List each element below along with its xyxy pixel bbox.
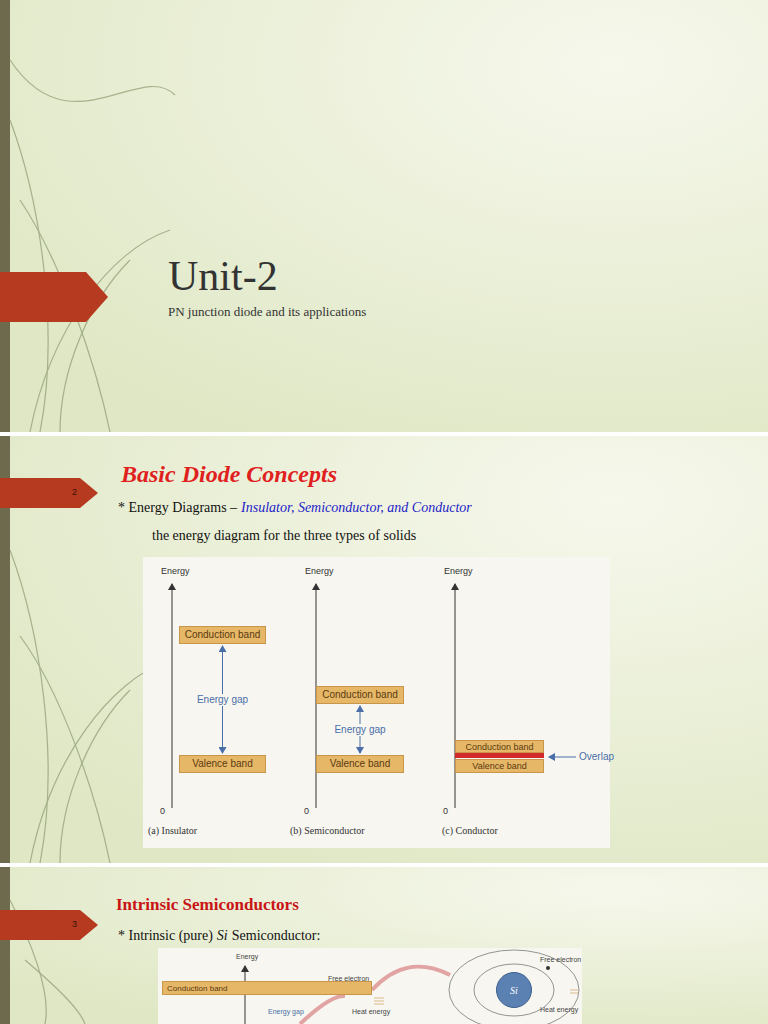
svg-path	[0, 910, 98, 940]
slide-title: Unit-2	[168, 252, 278, 300]
slide-heading: Basic Diode Concepts	[121, 461, 337, 489]
figure-caption: (b) Semiconductor	[290, 825, 365, 837]
svg-line	[374, 998, 384, 999]
svg-rect	[0, 436, 768, 863]
body-text: the energy diagram for the three types o…	[152, 528, 416, 544]
node-text: Conduction band	[322, 689, 398, 701]
svg-path	[0, 478, 98, 508]
svg-path	[60, 690, 130, 863]
svg-line	[549, 757, 576, 758]
svg-rect	[0, 867, 10, 1024]
valence-band: Valence band	[316, 755, 404, 773]
svg-line	[172, 584, 173, 808]
edge-label: Energy gap	[195, 694, 250, 706]
svg-rect	[158, 948, 582, 1024]
svg-line	[570, 990, 578, 991]
axis-origin: 0	[443, 806, 448, 816]
conduction-band: Conduction band	[179, 626, 266, 644]
slide-number: 2	[72, 487, 77, 497]
svg-path	[20, 636, 110, 863]
svg-path	[30, 230, 170, 432]
bullet-emphasis: Si	[217, 928, 228, 944]
svg-rect	[143, 557, 610, 848]
node-text: Valence band	[330, 758, 390, 770]
node-text: Valence band	[472, 761, 526, 771]
svg-line	[455, 584, 456, 808]
energy-gap-label: Energy gap	[268, 1008, 304, 1016]
conduction-band: Conduction band	[455, 740, 544, 753]
svg-line	[245, 966, 246, 1024]
node-text: Si	[510, 985, 518, 996]
callout-label: Free electron	[540, 956, 581, 964]
svg-rect	[0, 0, 10, 432]
axis-label: Energy	[305, 566, 334, 576]
bullet-text: * Energy Diagrams –	[118, 500, 237, 516]
svg-g	[374, 990, 578, 1004]
svg-line	[374, 1004, 384, 1005]
svg-rect	[0, 867, 768, 1024]
silicon-atom: Si	[496, 972, 532, 1008]
svg-g	[172, 584, 455, 808]
edge-label: Energy gap	[332, 724, 387, 736]
node-text: Conduction band	[167, 984, 228, 993]
node-text: Conduction band	[185, 629, 261, 641]
svg-circle	[546, 966, 550, 970]
slide-heading: Intrinsic Semiconductors	[116, 895, 299, 915]
svg-path	[10, 60, 175, 101]
callout-label: Heat energy	[352, 1008, 390, 1016]
svg-path	[25, 960, 85, 1024]
svg-path	[372, 967, 450, 990]
axis-label: Energy	[236, 953, 258, 961]
valence-band: Valence band	[179, 755, 266, 773]
figure-caption: (c) Conductor	[442, 825, 498, 837]
callout-label: Heat energy	[540, 1006, 578, 1014]
node-text: Valence band	[192, 758, 252, 770]
slide-number: 3	[72, 919, 77, 929]
bullet-text: * Intrinsic (pure)	[118, 928, 213, 944]
svg-path	[300, 996, 345, 1024]
svg-line	[570, 993, 578, 994]
subtitle: PN junction diode and its applications	[168, 305, 366, 320]
svg-g	[10, 60, 175, 1024]
svg-line	[455, 753, 544, 758]
bullet-text: Semiconductor:	[232, 928, 321, 944]
conduction-band: Conduction band	[316, 686, 404, 704]
axis-origin: 0	[304, 806, 309, 816]
overlap-label: Overlap	[579, 751, 614, 763]
figure-caption: (a) Insulator	[148, 825, 197, 837]
node-text: Conduction band	[465, 742, 533, 752]
svg-path	[0, 272, 108, 322]
svg-rect	[0, 0, 768, 432]
axis-label: Energy	[161, 566, 190, 576]
valence-band: Valence band	[455, 759, 544, 773]
axis-label: Energy	[444, 566, 473, 576]
svg-line	[374, 1001, 384, 1002]
axis-origin: 0	[160, 806, 165, 816]
conduction-band: Conduction band	[162, 981, 372, 995]
bullet-emphasis: Insulator, Semiconductor, and Conductor	[241, 500, 472, 516]
